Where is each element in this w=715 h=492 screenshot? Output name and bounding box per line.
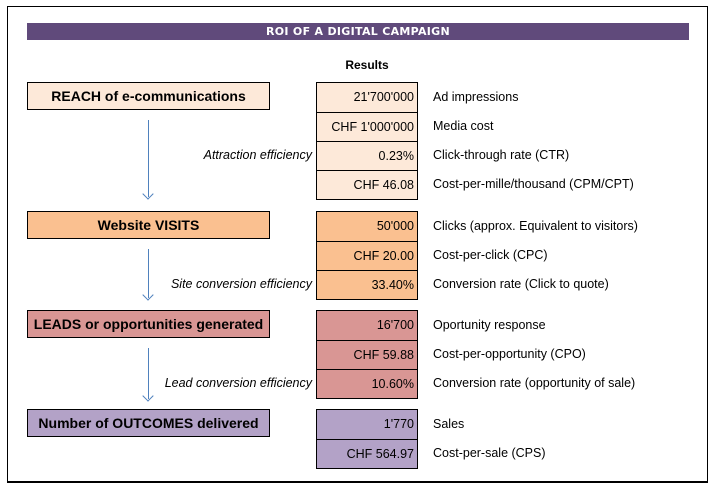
document-frame <box>7 6 708 483</box>
value-cpo: CHF 59.88 <box>317 340 417 369</box>
value-media-cost: CHF 1'000'000 <box>317 112 417 141</box>
desc-ctr: Click-through rate (CTR) <box>433 148 570 162</box>
desc-cpm: Cost-per-mille/thousand (CPM/CPT) <box>433 177 634 191</box>
flow-arrow-icon <box>142 120 154 200</box>
reach-values: 21'700'000 CHF 1'000'000 0.23% CHF 46.08 <box>316 82 418 200</box>
stage-reach: REACH of e-communications <box>27 82 270 110</box>
value-conversion-sale: 10.60% <box>317 369 417 398</box>
value-ad-impressions: 21'700'000 <box>353 90 414 104</box>
efficiency-lead-conversion: Lead conversion efficiency <box>164 376 312 390</box>
desc-clicks: Clicks (approx. Equivalent to visitors) <box>433 219 638 233</box>
efficiency-site-conversion: Site conversion efficiency <box>170 277 312 291</box>
stage-leads: LEADS or opportunities generated <box>27 310 270 338</box>
desc-cps: Cost-per-sale (CPS) <box>433 446 546 460</box>
stage-visits: Website VISITS <box>27 211 270 239</box>
efficiency-attraction: Attraction efficiency <box>203 148 312 162</box>
desc-opportunity-response: Oportunity response <box>433 318 546 332</box>
value-sales: 1'770 <box>383 417 414 431</box>
desc-media-cost: Media cost <box>433 119 494 133</box>
value-conversion-click: 33.40% <box>317 270 417 299</box>
visits-values: 50'000 CHF 20.00 33.40% <box>316 211 418 300</box>
stage-outcomes: Number of OUTCOMES delivered <box>27 409 270 437</box>
desc-conversion-click: Conversion rate (Click to quote) <box>433 277 609 291</box>
desc-cpc: Cost-per-click (CPC) <box>433 248 548 262</box>
outcomes-values: 1'770 CHF 564.97 <box>316 409 418 469</box>
results-column-header: Results <box>345 58 389 72</box>
value-ctr: 0.23% <box>317 141 417 170</box>
value-opportunity-response: 16'700 <box>376 318 414 332</box>
desc-conversion-sale: Conversion rate (opportunity of sale) <box>433 376 636 390</box>
flow-arrow-icon <box>142 348 154 402</box>
desc-cpo: Cost-per-opportunity (CPO) <box>433 347 586 361</box>
flow-arrow-icon <box>142 249 154 301</box>
leads-values: 16'700 CHF 59.88 10.60% <box>316 310 418 399</box>
desc-sales: Sales <box>433 417 465 431</box>
value-cpc: CHF 20.00 <box>317 241 417 270</box>
value-cps: CHF 564.97 <box>317 439 417 468</box>
desc-ad-impressions: Ad impressions <box>433 90 519 104</box>
value-cpm: CHF 46.08 <box>317 170 417 199</box>
value-clicks: 50'000 <box>376 219 414 233</box>
page-title: ROI OF A DIGITAL CAMPAIGN <box>27 23 689 40</box>
